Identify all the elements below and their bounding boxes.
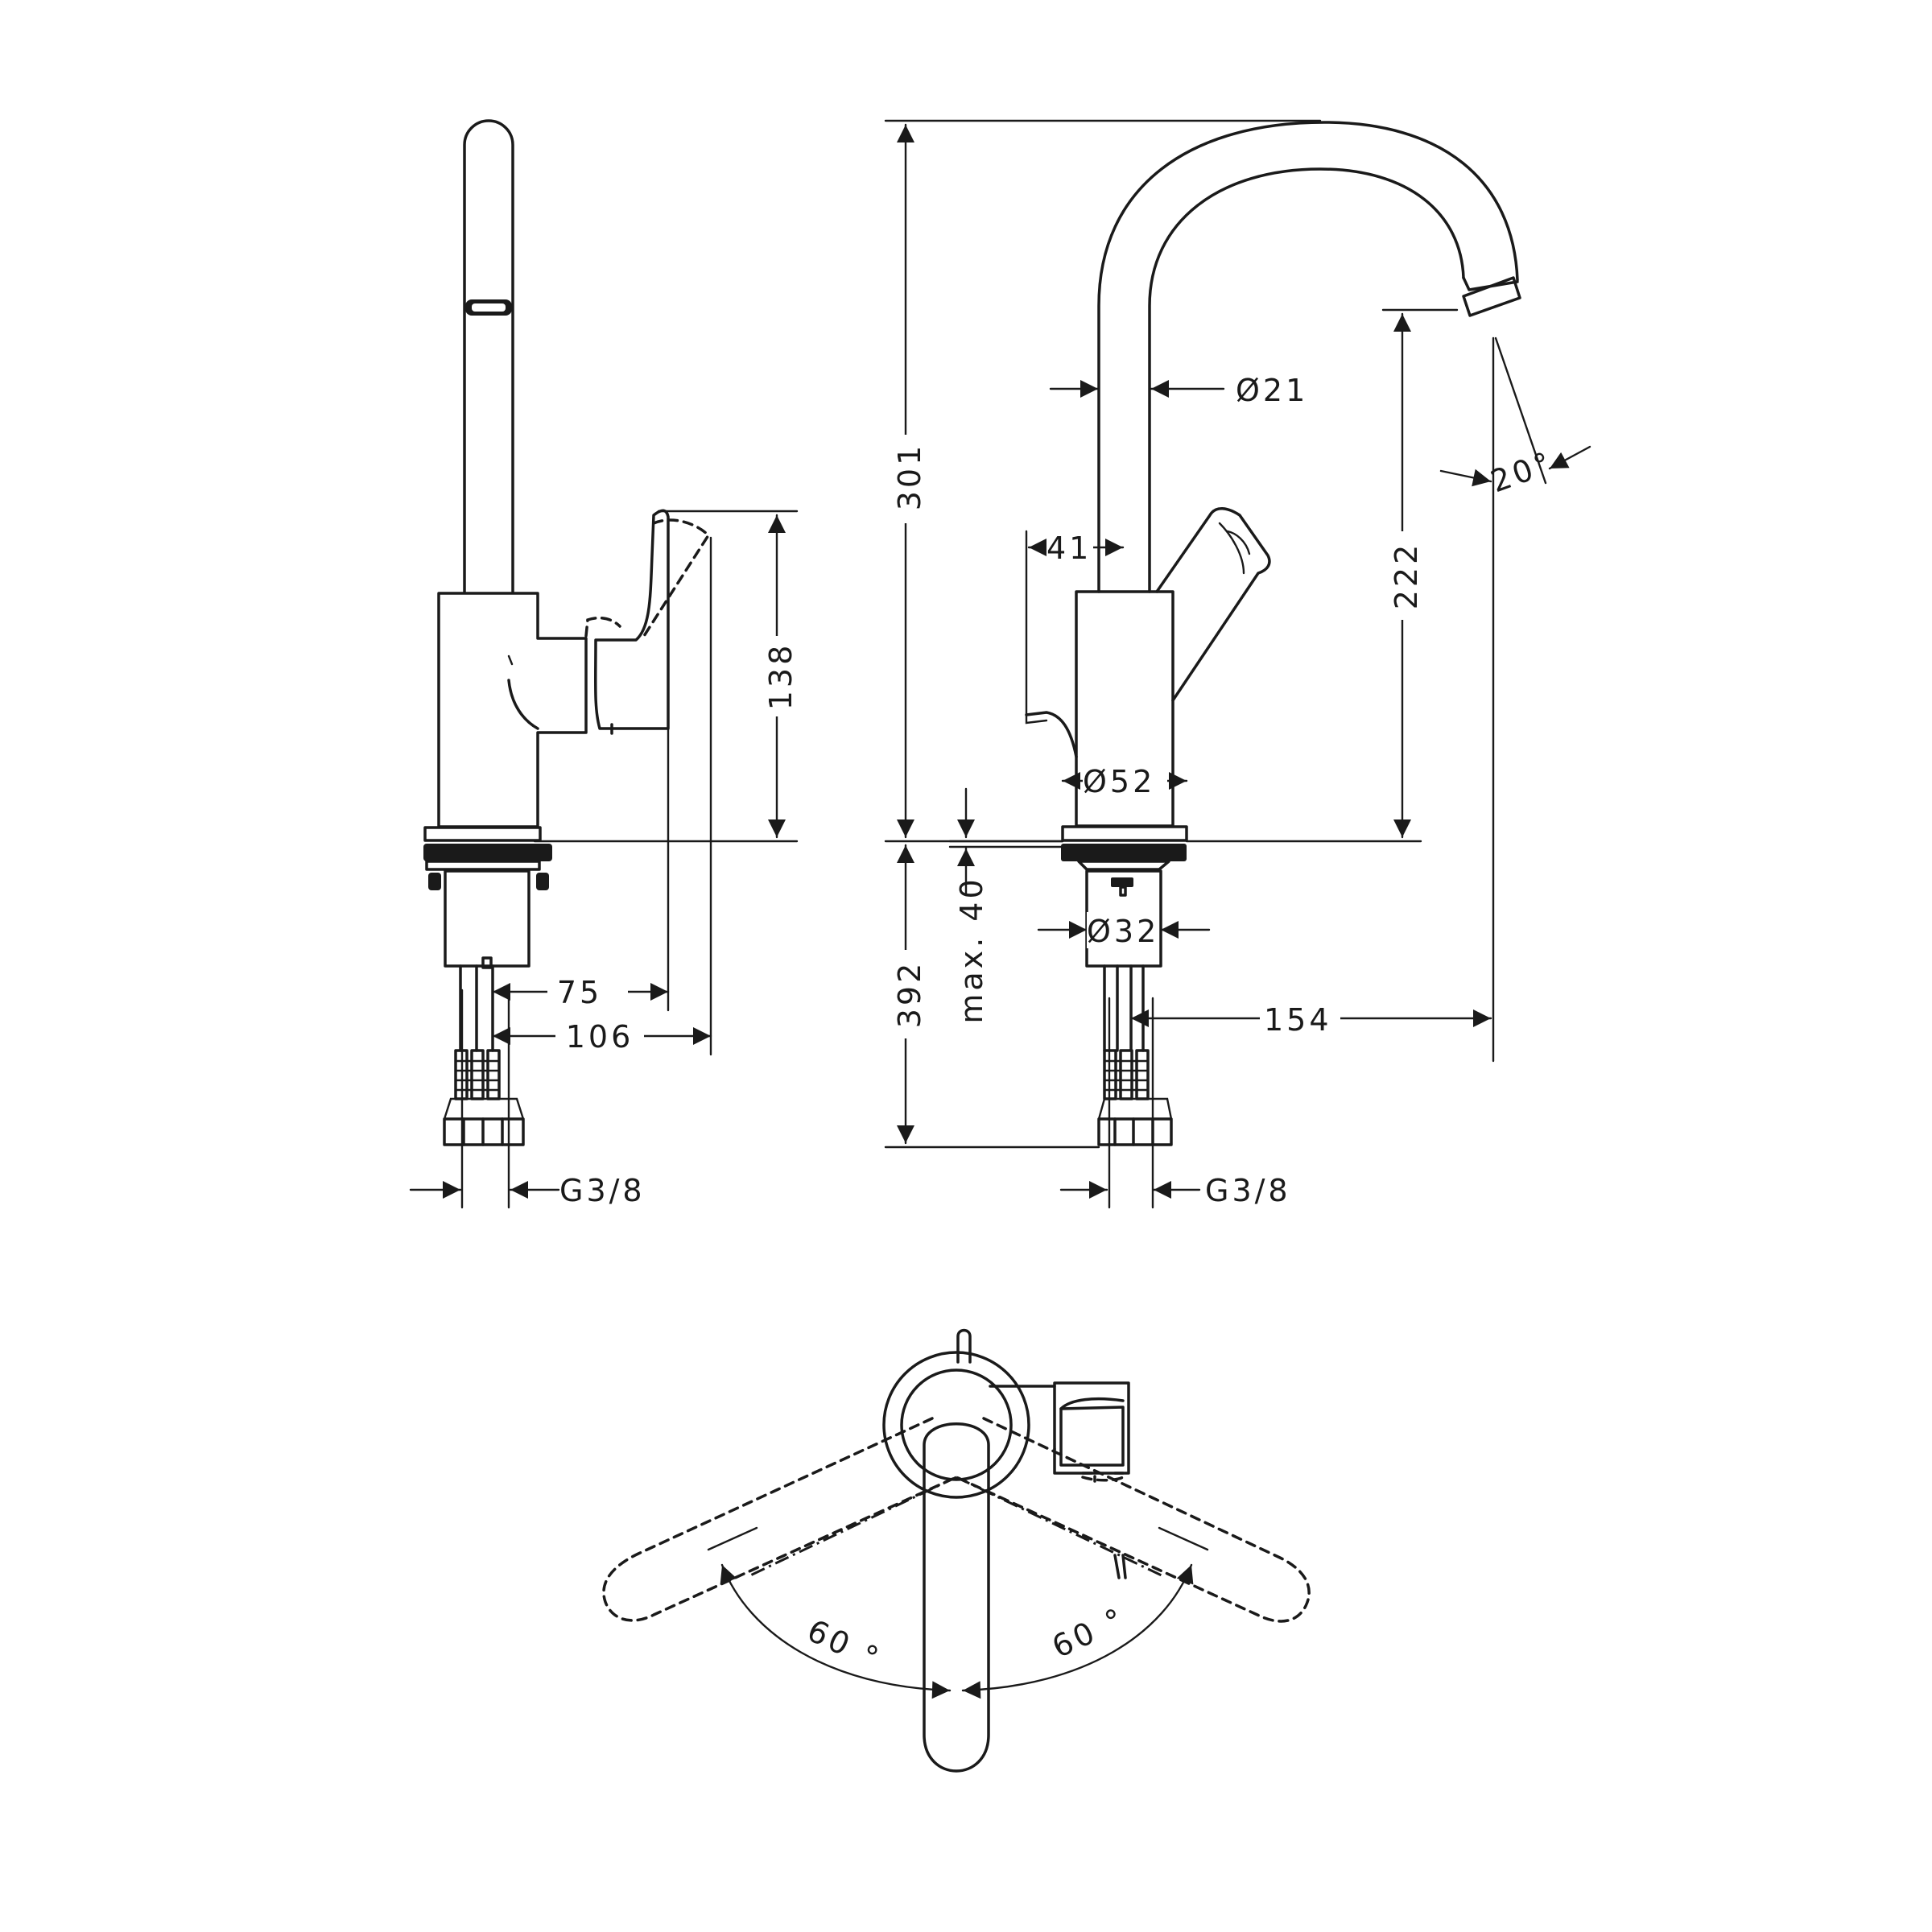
dim-max-40: max. 40 [954,876,989,1023]
dim-diameter-21: Ø21 [1236,373,1308,408]
dim-diameter-52: Ø52 [1083,764,1155,799]
front-hose-fittings [1097,1049,1173,1146]
front-thread-g38: G3/8 [1205,1173,1291,1208]
top-spout-center [923,1422,990,1773]
front-lever [1155,507,1271,702]
top-angle-left-label: 60 ° [802,1612,886,1677]
top-angle-right-label: 60 ° [1046,1600,1131,1665]
dim-41: 41 [1046,530,1092,566]
top-body-circle [882,1351,1030,1499]
side-view: 138 75 106 G3/8 [409,119,799,1209]
top-lever [956,1328,972,1364]
dim-138: 138 [763,642,799,711]
dim-222: 222 [1389,542,1424,610]
front-view: 301 392 Ø21 41 222 Ø52 max. 40 Ø32 [884,119,1591,1209]
side-shank [444,869,530,968]
dim-154: 154 [1264,1002,1332,1038]
dim-301: 301 [892,443,927,511]
top-spout-right-position [955,1417,1311,1623]
dim-diameter-32: Ø32 [1087,914,1159,949]
side-lever-open-position [642,518,711,638]
dim-75: 75 [557,975,602,1010]
top-view: 60 ° 60 ° [602,1328,1311,1773]
dim-angle-20: 20° [1486,444,1558,499]
front-base-plate [1061,825,1188,842]
side-thread-g38: G3/8 [559,1173,646,1208]
top-spout-left-position [602,1417,958,1622]
top-angle-arc-right [961,1563,1194,1699]
dim-106: 106 [566,1019,634,1055]
front-spout-gooseneck [1097,121,1519,593]
side-base-plate [423,826,542,842]
side-spout-tube [463,119,514,593]
side-hose-fittings [443,1049,525,1146]
front-nozzle [1462,276,1521,317]
dim-392: 392 [892,960,927,1029]
side-body [437,592,588,828]
top-angle-arc-left [720,1563,952,1699]
